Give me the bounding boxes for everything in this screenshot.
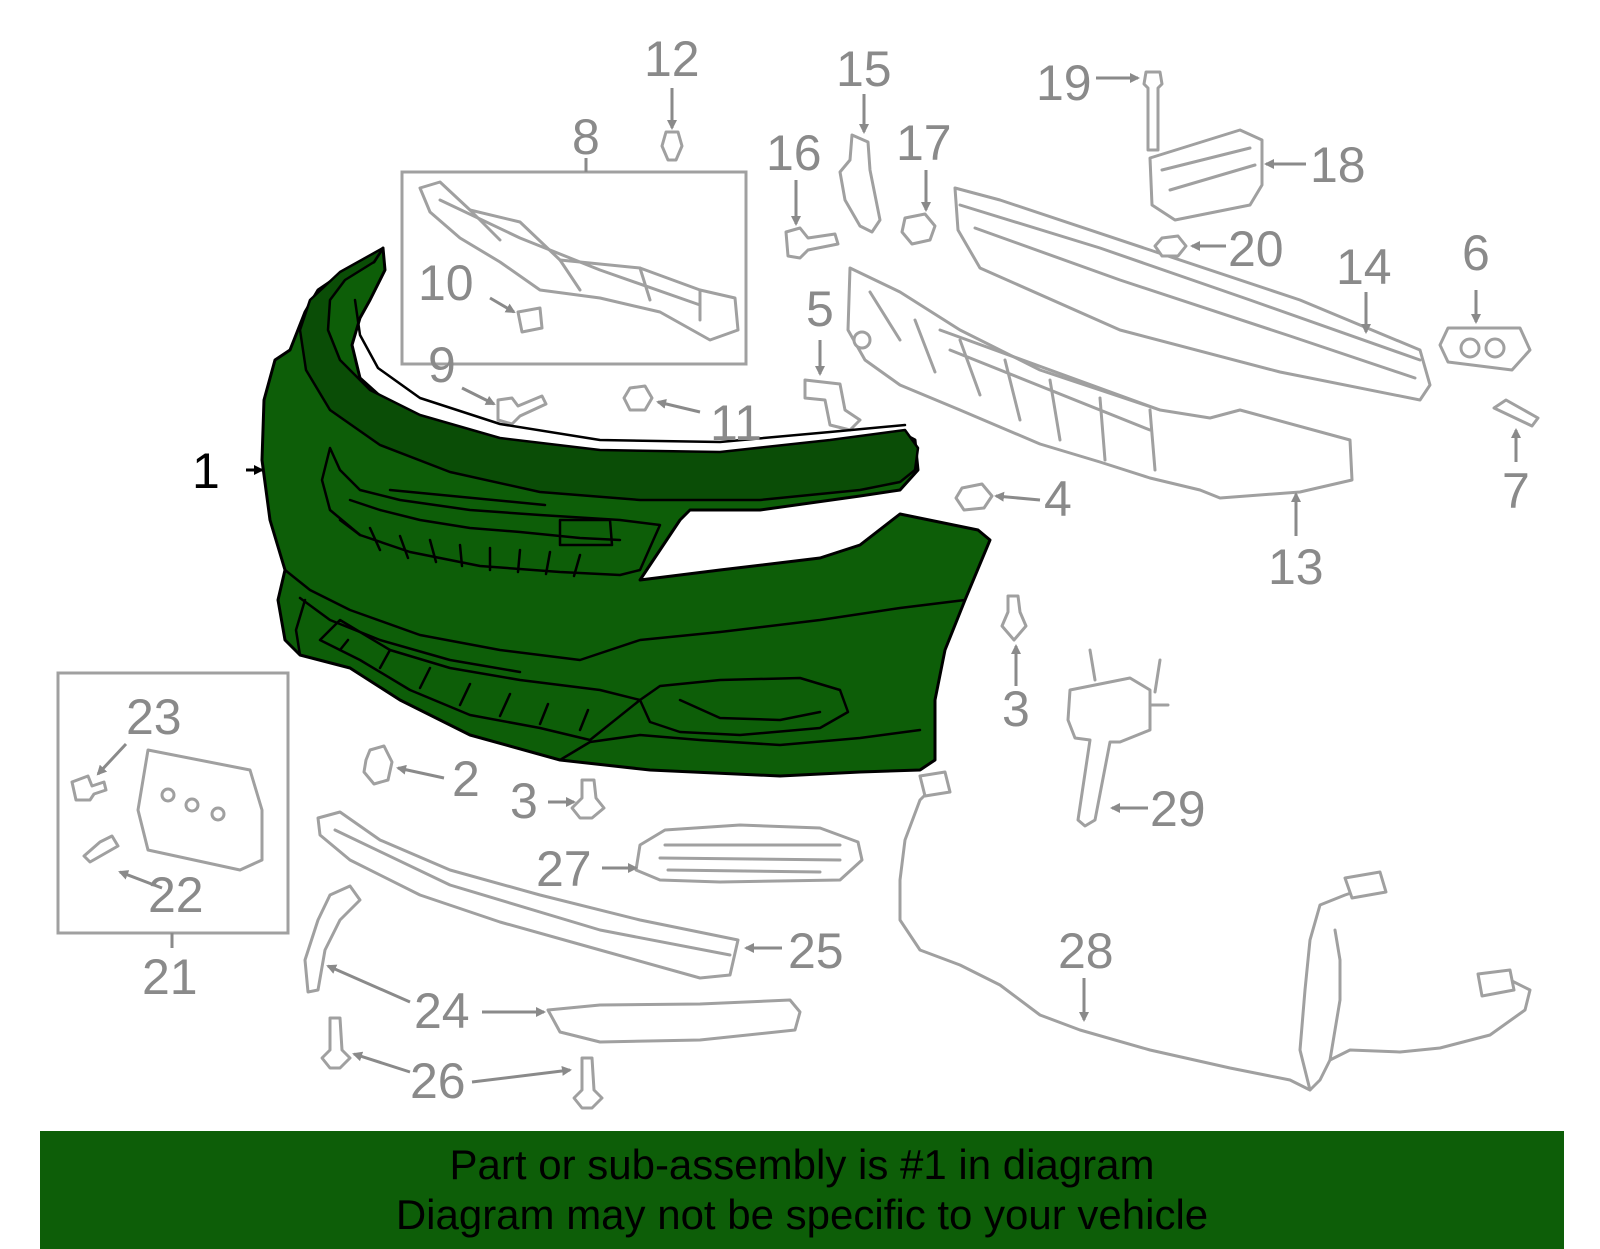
part-19-bolt [1142, 70, 1164, 152]
callout-9: 9 [428, 337, 456, 393]
callout-23: 23 [126, 689, 182, 745]
part-5-bracket [803, 378, 862, 432]
banner-line-2: Diagram may not be specific to your vehi… [395, 1191, 1209, 1238]
callout-29: 29 [1150, 781, 1206, 837]
part-15-bracket [838, 133, 882, 234]
callout-12: 12 [644, 31, 700, 87]
callout-3-upper: 3 [1002, 681, 1030, 737]
part-7-screw [1492, 398, 1540, 428]
part-8-box [400, 170, 748, 366]
callout-3-lower: 3 [510, 773, 538, 829]
callout-15: 15 [836, 41, 892, 97]
callout-5: 5 [806, 281, 834, 337]
part-26-screw-b [572, 1056, 604, 1110]
part-8-upper-bracket-group [400, 170, 748, 366]
callout-24: 24 [414, 983, 470, 1039]
part-1-front-bumper-fascia [260, 246, 992, 778]
callout-16: 16 [766, 125, 822, 181]
part-3-screw-upper [1000, 594, 1028, 642]
callout-10: 10 [418, 255, 474, 311]
part-24-deflector [303, 884, 362, 994]
callout-27: 27 [536, 841, 592, 897]
callout-6: 6 [1462, 225, 1490, 281]
part-24-trim [546, 998, 802, 1044]
part-4-nut [954, 482, 994, 512]
part-27-fog-bezel [634, 823, 864, 884]
part-14-impact-bar [953, 186, 1432, 402]
callout-19: 19 [1036, 55, 1092, 111]
callout-25: 25 [788, 923, 844, 979]
callout-20: 20 [1228, 221, 1284, 277]
banner-line-1: Part or sub-assembly is #1 in diagram [449, 1141, 1155, 1188]
callout-26: 26 [410, 1053, 466, 1109]
callout-13: 13 [1268, 539, 1324, 595]
part-16-bolt [784, 226, 840, 260]
part-21-plate-bracket [136, 748, 264, 872]
info-banner: Part or sub-assembly is #1 in diagram Di… [40, 1131, 1564, 1249]
callout-11: 11 [710, 395, 762, 451]
callout-8: 8 [572, 109, 600, 165]
callout-2: 2 [452, 751, 480, 807]
callout-4: 4 [1044, 471, 1072, 527]
part-20-nut [1153, 234, 1188, 258]
part-26-screw-a [320, 1016, 352, 1070]
callout-17: 17 [896, 115, 952, 171]
callout-21: 21 [142, 949, 198, 1005]
part-28-wiring-harness [898, 770, 1532, 1092]
part-8-upper-bracket [418, 180, 740, 342]
part-29-sensor-bracket [1066, 676, 1152, 828]
callout-18: 18 [1310, 137, 1366, 193]
callout-7: 7 [1502, 463, 1530, 519]
part-21-license-bracket-group [56, 671, 290, 935]
part-9-bolt [496, 394, 548, 426]
callout-14: 14 [1336, 239, 1392, 295]
part-22-screw [82, 834, 120, 864]
callout-22: 22 [148, 867, 204, 923]
part-10-clip [516, 306, 544, 334]
part-17-grommet [900, 212, 937, 246]
callout-28: 28 [1058, 923, 1114, 979]
part-23-screw [70, 774, 108, 802]
part-3-screw-lower [570, 778, 606, 820]
part-12-clip [660, 130, 684, 162]
callout-1: 1 [192, 443, 220, 499]
part-11-nut [622, 384, 654, 412]
part-18-bracket [1148, 128, 1264, 222]
part-2-clip [362, 744, 394, 786]
